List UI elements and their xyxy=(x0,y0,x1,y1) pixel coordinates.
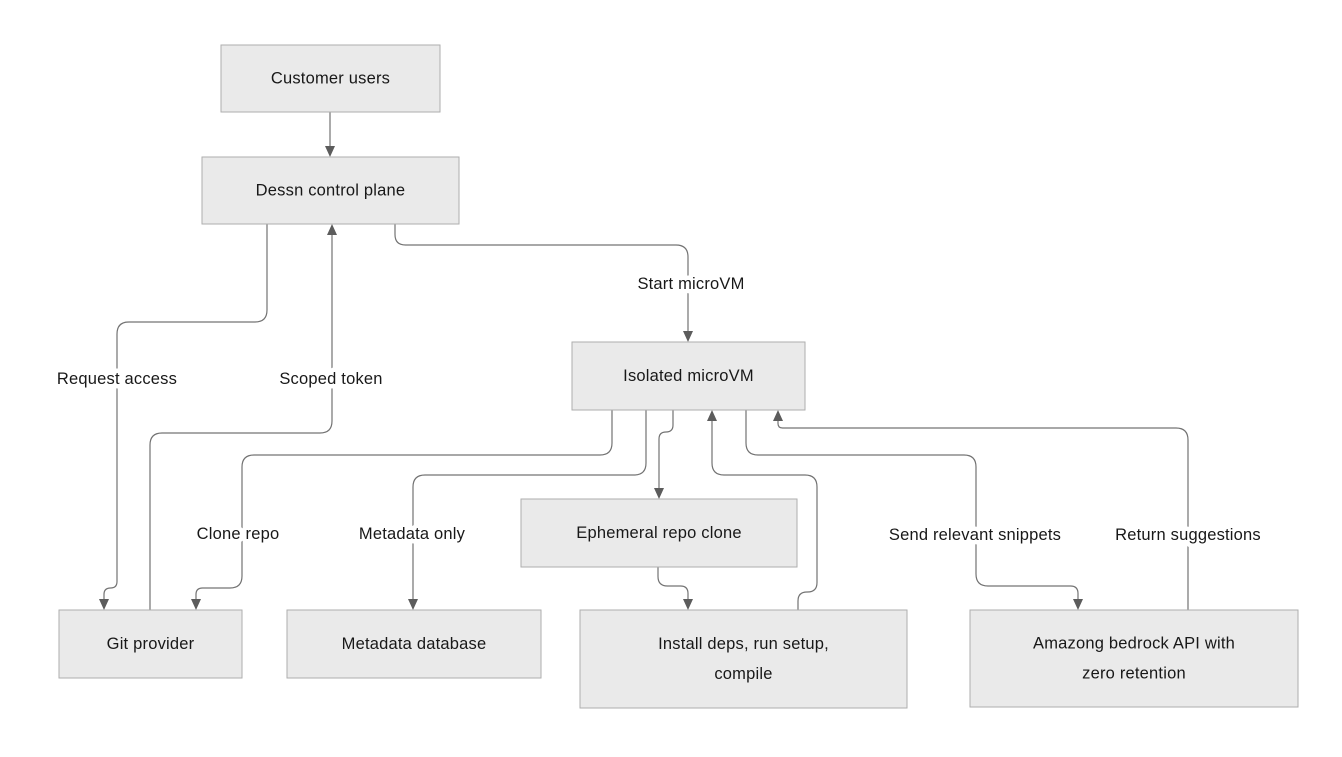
edge-customer-to-dessn-arrowhead xyxy=(325,146,335,157)
edge-clone-repo-line xyxy=(195,410,613,601)
node-ephemeral-repo-clone: Ephemeral repo clone xyxy=(520,498,798,568)
node-label-customer-users-line1: Customer users xyxy=(271,70,390,88)
node-metadata-database: Metadata database xyxy=(286,609,542,679)
node-install-deps: Install deps, run setup, compile xyxy=(579,609,908,709)
edge-metadata-only-line xyxy=(412,410,647,601)
edge-clone-repo-arrowhead xyxy=(191,599,201,610)
edge-label-clone-repo: Clone repo xyxy=(197,525,280,543)
node-dessn-control-plane: Dessn control plane xyxy=(201,156,460,225)
node-box-install-deps xyxy=(579,609,908,709)
edge-install-to-microvm-line xyxy=(711,419,818,610)
edge-ephemeral-to-install-line xyxy=(657,567,689,601)
edge-label-return-suggestions: Return suggestions xyxy=(1115,526,1261,544)
node-isolated-microvm: Isolated microVM xyxy=(571,341,806,411)
node-box-ephemeral-repo-clone xyxy=(520,498,798,568)
node-label-amazon-bedrock-line1: Amazong bedrock API with xyxy=(1033,635,1235,653)
edges-layer xyxy=(99,112,1189,610)
edge-label-metadata-only: Metadata only xyxy=(359,525,466,543)
node-box-customer-users xyxy=(220,44,441,113)
edge-request-access-arrowhead xyxy=(99,599,109,610)
edge-return-suggestions-line xyxy=(777,419,1189,610)
node-amazon-bedrock: Amazong bedrock API with zero retention xyxy=(969,609,1299,708)
edge-start-microvm-arrowhead xyxy=(683,331,693,342)
node-label-install-deps-line2: compile xyxy=(714,665,772,683)
node-box-amazon-bedrock xyxy=(969,609,1299,708)
edge-start-microvm-line xyxy=(394,224,689,333)
edge-scoped-token-line xyxy=(149,233,333,610)
edge-return-suggestions-arrowhead xyxy=(773,410,783,421)
node-label-ephemeral-repo-clone-line1: Ephemeral repo clone xyxy=(576,524,741,542)
edge-install-to-microvm-arrowhead xyxy=(707,410,717,421)
node-label-install-deps-line1: Install deps, run setup, xyxy=(658,635,829,653)
node-label-amazon-bedrock-line2: zero retention xyxy=(1082,665,1186,683)
node-box-isolated-microvm xyxy=(571,341,806,411)
edge-request-access-line xyxy=(103,224,268,601)
edge-label-send-snippets: Send relevant snippets xyxy=(889,526,1061,544)
edge-send-snippets-arrowhead xyxy=(1073,599,1083,610)
node-box-metadata-database xyxy=(286,609,542,679)
edge-microvm-to-ephemeral-arrowhead xyxy=(654,488,664,499)
edge-ephemeral-to-install-arrowhead xyxy=(683,599,693,610)
node-label-metadata-database-line1: Metadata database xyxy=(342,635,487,653)
node-label-isolated-microvm-line1: Isolated microVM xyxy=(623,367,754,385)
edge-send-snippets-line xyxy=(745,410,1079,601)
node-box-git-provider xyxy=(58,609,243,679)
edge-microvm-to-ephemeral-line xyxy=(658,410,674,490)
node-customer-users: Customer users xyxy=(220,44,441,113)
edge-label-scoped-token: Scoped token xyxy=(279,370,382,388)
edge-metadata-only-arrowhead xyxy=(408,599,418,610)
edge-label-request-access: Request access xyxy=(57,370,177,388)
node-label-dessn-control-plane-line1: Dessn control plane xyxy=(256,182,406,200)
node-git-provider: Git provider xyxy=(58,609,243,679)
edge-scoped-token-arrowhead xyxy=(327,224,337,235)
edge-label-start-microvm: Start microVM xyxy=(637,275,744,293)
node-label-git-provider-line1: Git provider xyxy=(107,635,195,653)
node-box-dessn-control-plane xyxy=(201,156,460,225)
